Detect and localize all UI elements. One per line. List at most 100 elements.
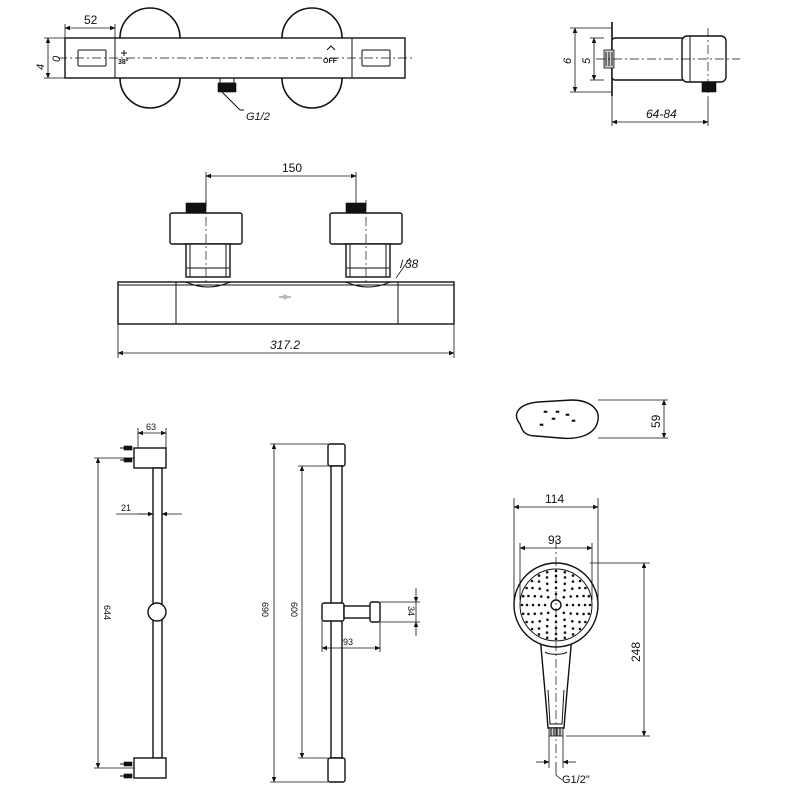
spray-nozzle [577, 603, 581, 607]
top-thread-label: G1/2 [246, 111, 270, 123]
dim-front-length: 317.2 [270, 338, 300, 352]
spray-nozzle [565, 603, 569, 607]
spray-nozzle [575, 594, 579, 598]
spray-face-icon [520, 569, 592, 641]
spray-nozzle [563, 576, 567, 579]
spray-nozzle [584, 620, 587, 624]
spray-nozzle [545, 636, 549, 640]
spray-nozzle [587, 612, 591, 616]
rail-front-view: 690 600 34 93 [260, 443, 420, 783]
dim-rail-top: 63 [146, 422, 156, 432]
spray-nozzle [571, 580, 575, 583]
spray-nozzle [531, 603, 535, 607]
dim-side-a: 6 [562, 57, 574, 64]
dim-shower-thread: G1/2" [562, 774, 590, 786]
off-label: OFF [323, 58, 338, 65]
spray-nozzle [582, 612, 585, 616]
spray-nozzle [563, 636, 567, 640]
dim-top-width: 52 [84, 13, 98, 27]
dim-top-height-b: 0 [51, 55, 63, 62]
spray-nozzle [569, 612, 572, 615]
brand-logo-icon [279, 294, 291, 300]
spray-nozzle [543, 603, 547, 607]
spray-nozzle [533, 594, 537, 598]
spray-nozzle [578, 579, 582, 583]
spray-nozzle [584, 586, 587, 590]
dim-rail-slider: 34 [406, 606, 416, 616]
spray-nozzle [563, 582, 567, 586]
spray-nozzle [540, 595, 543, 598]
spray-nozzle [545, 582, 549, 586]
spray-nozzle [537, 633, 541, 636]
spray-nozzle [538, 587, 541, 590]
spray-nozzle [563, 618, 566, 621]
dim-top-height: 4 [35, 64, 47, 70]
spray-nozzle [545, 624, 549, 628]
spray-nozzle [546, 595, 550, 599]
spray-nozzle [578, 586, 581, 590]
spray-nozzle [562, 595, 566, 599]
spray-nozzle [571, 587, 574, 590]
spray-nozzle [575, 612, 579, 616]
off-symbol-icon [326, 45, 336, 51]
spray-nozzle [546, 589, 549, 592]
spray-nozzle [521, 594, 525, 598]
spray-nozzle [571, 574, 575, 577]
spray-nozzle [571, 620, 574, 623]
spray-nozzle [533, 612, 537, 616]
spray-nozzle [538, 620, 541, 623]
spray-nozzle [582, 594, 585, 598]
spray-nozzle [531, 620, 534, 624]
dim-rail-height: 644 [102, 605, 112, 620]
spray-nozzle [525, 603, 529, 607]
mixer-front-view: 150 38 / [117, 161, 455, 358]
spray-nozzle [531, 586, 534, 590]
dim-rail-total: 690 [260, 602, 270, 617]
spray-nozzle [546, 611, 550, 615]
spray-nozzle [562, 611, 566, 615]
diameter-slash: / [400, 257, 404, 271]
dim-rail-slider-depth: 93 [343, 637, 353, 647]
spray-nozzle [563, 589, 566, 592]
mixer-side-view: 6 5 64-84 [562, 22, 740, 126]
dim-front-diameter: 38 [405, 257, 419, 271]
spray-nozzle [569, 595, 572, 598]
spray-nozzle [571, 627, 575, 630]
spray-nozzle [540, 612, 543, 615]
spray-nozzle [587, 594, 591, 598]
spray-nozzle [537, 603, 541, 607]
spray-nozzle [521, 612, 525, 616]
spray-nozzle [583, 603, 587, 607]
dim-rail-offset: 21 [121, 503, 131, 513]
spray-nozzle [563, 631, 567, 634]
spray-nozzle [563, 570, 567, 574]
dim-side-b: 5 [581, 57, 593, 64]
spray-nozzle [520, 603, 524, 607]
spray-nozzle [537, 574, 541, 577]
dim-rail-inner: 600 [289, 602, 299, 617]
spray-nozzle [578, 620, 581, 624]
dim-shower-face: 93 [548, 533, 562, 547]
spray-nozzle [527, 612, 530, 616]
mixer-top-view: 38° OFF G1/2 52 4 0 [35, 7, 412, 123]
dim-shower-width: 114 [545, 492, 564, 506]
spray-nozzle [545, 631, 549, 634]
spray-nozzle [525, 586, 528, 590]
spray-nozzle [571, 603, 575, 607]
spray-nozzle [525, 620, 528, 624]
spray-nozzle [563, 624, 567, 628]
spray-nozzle [530, 579, 534, 583]
temperature-label: 38° [118, 58, 129, 66]
spray-nozzle [546, 618, 549, 621]
dim-side-depth: 64-84 [646, 107, 677, 121]
spray-nozzle [527, 594, 530, 598]
spray-nozzle [537, 580, 541, 583]
spray-nozzle [588, 603, 592, 607]
hand-shower-profile: 59 [515, 399, 668, 440]
spray-nozzle [545, 570, 549, 574]
dim-front-centers: 150 [282, 161, 302, 175]
spray-nozzle [545, 576, 549, 579]
dim-shower-length: 248 [629, 642, 643, 662]
spray-nozzle [537, 627, 541, 630]
